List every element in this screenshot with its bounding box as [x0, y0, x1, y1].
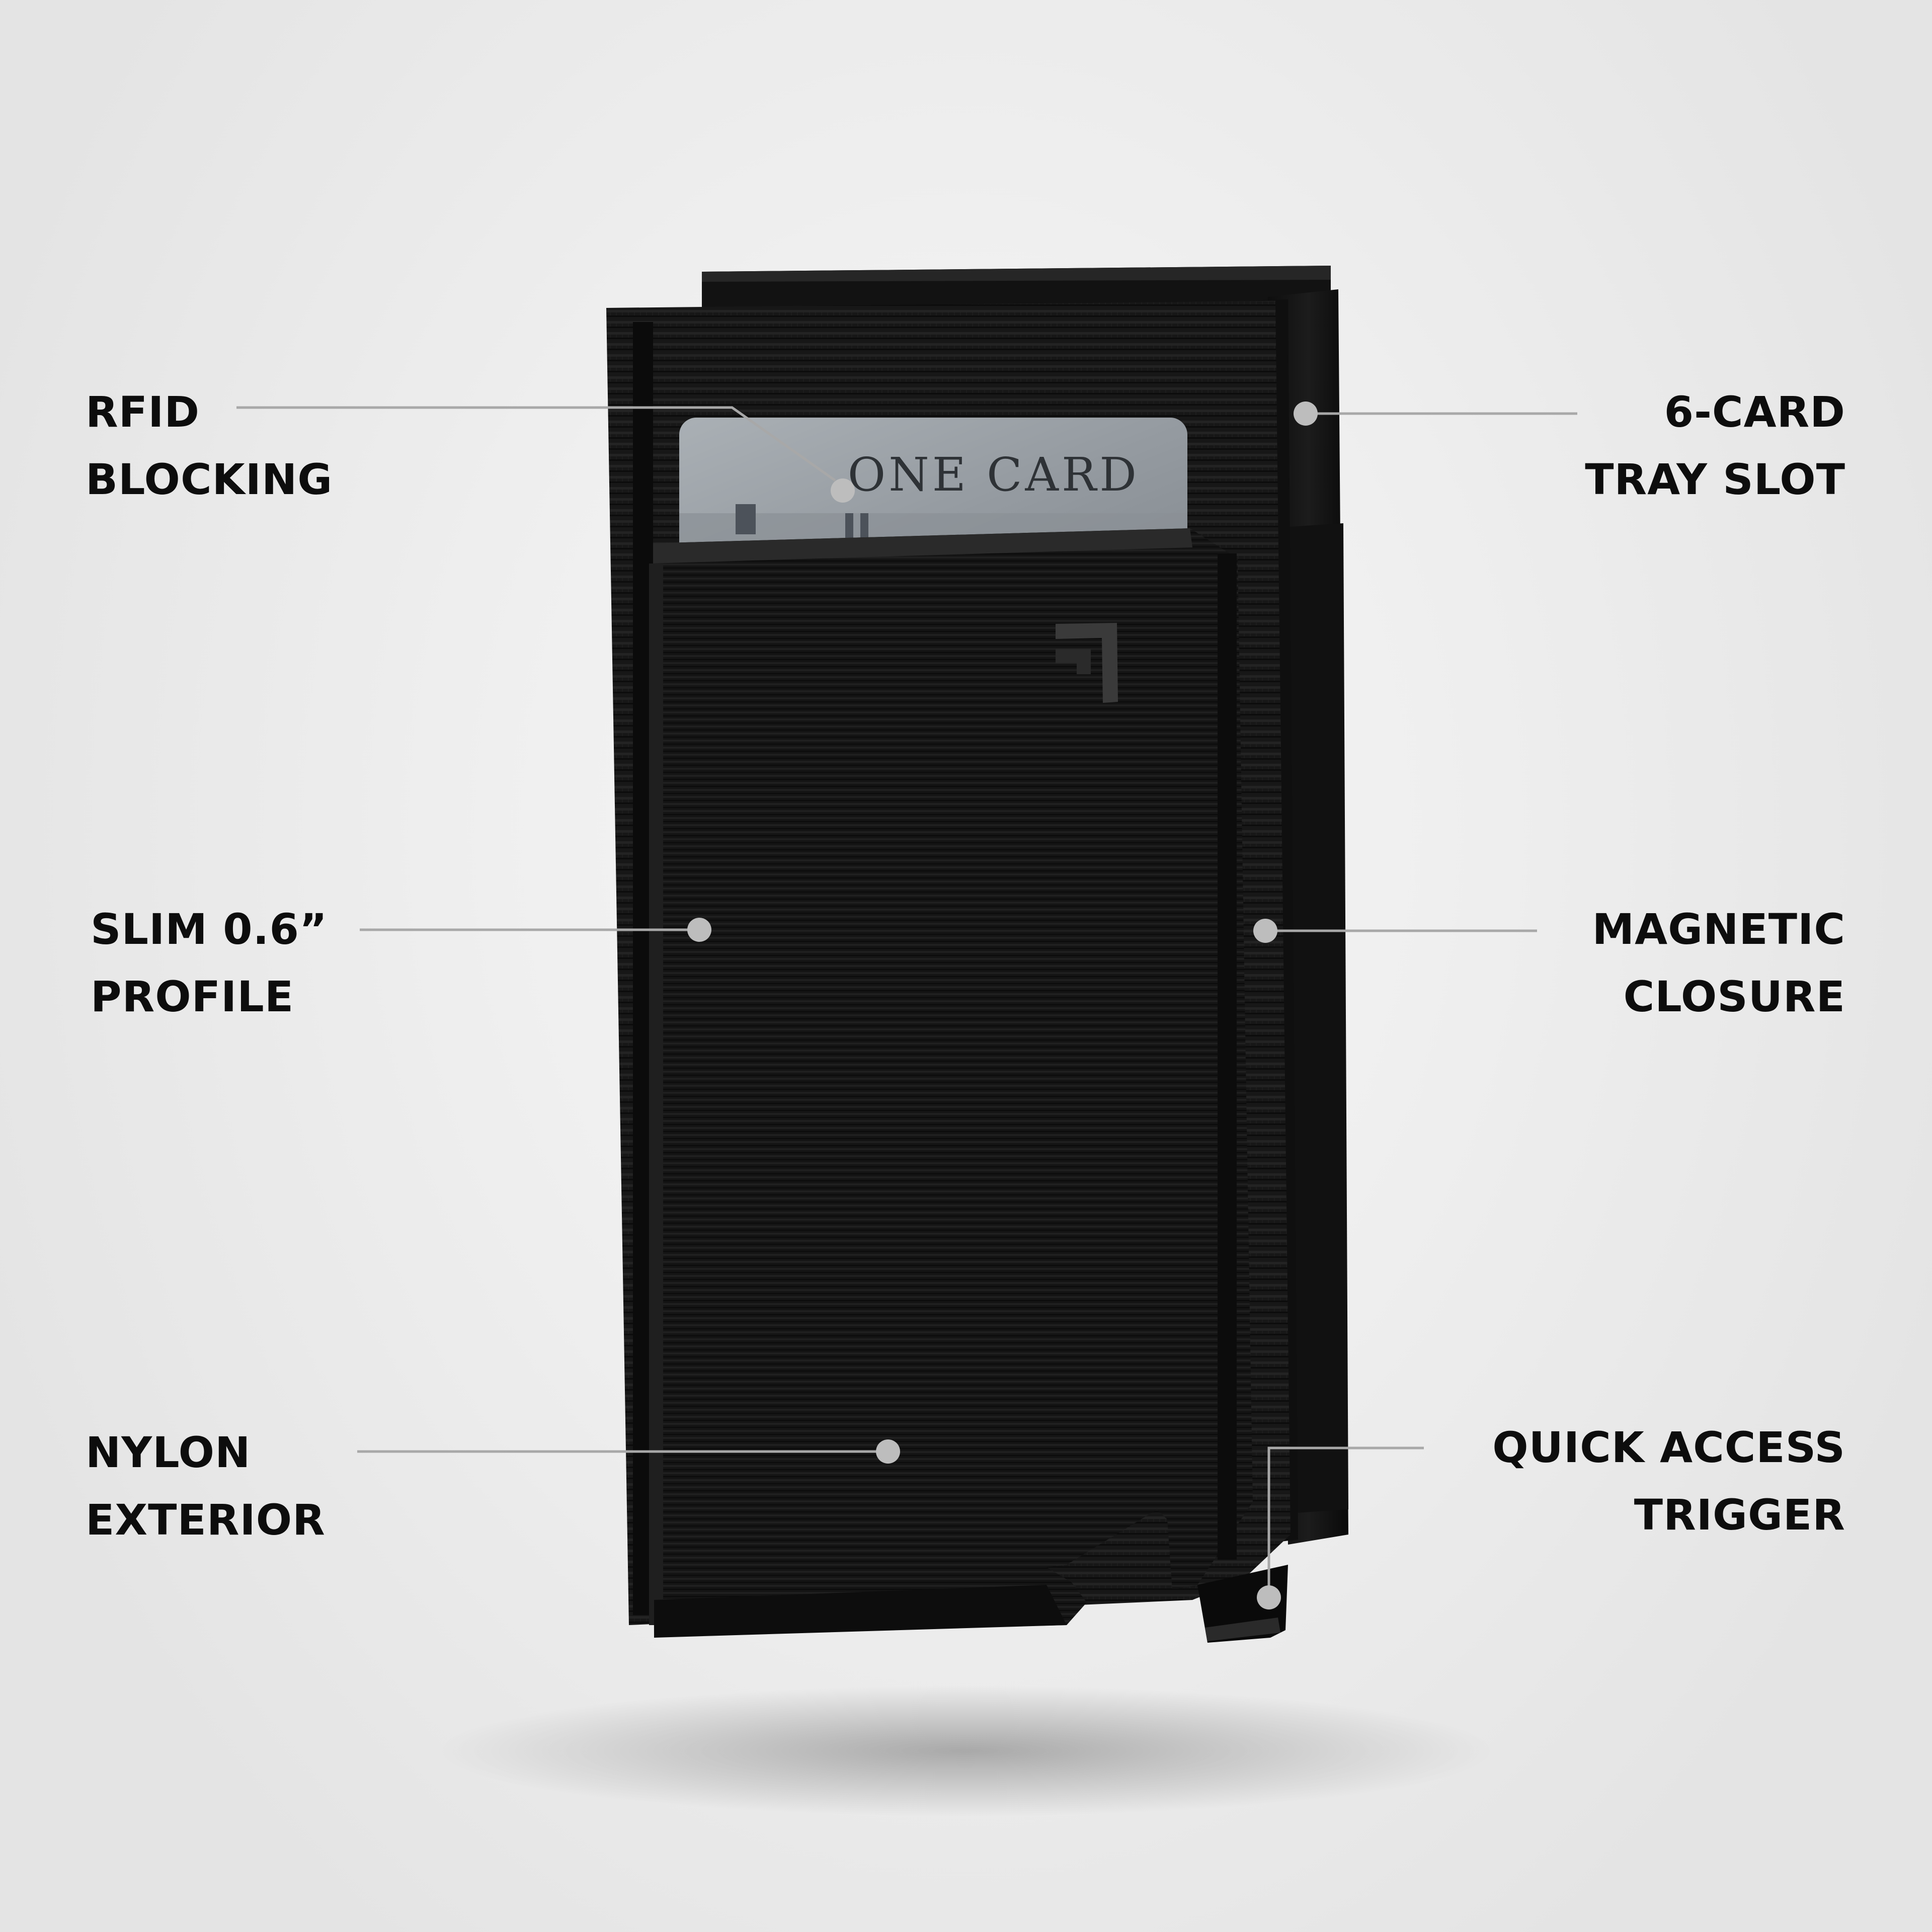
wallet-front-pocket	[649, 528, 1253, 1635]
callout-dot-slim	[687, 918, 711, 942]
callout-dot-6card	[1294, 401, 1318, 426]
leader-line-trigger	[1267, 1446, 1424, 1595]
callout-dot-rfid	[831, 478, 855, 503]
brand-logo-icon	[1056, 623, 1118, 703]
callout-line: MAGNETIC	[1592, 905, 1845, 954]
callout-line: TRAY SLOT	[1585, 455, 1845, 504]
callout-6-card-tray-slot: 6-CARD TRAY SLOT	[1585, 378, 1845, 513]
callout-line: TRIGGER	[1634, 1490, 1845, 1540]
callout-line: NYLON	[86, 1428, 251, 1477]
callout-dot-trigger	[1257, 1585, 1281, 1609]
callout-line: 6-CARD	[1664, 387, 1845, 437]
leader-lines	[236, 406, 1577, 1595]
callout-line: SLIM 0.6”	[91, 905, 328, 954]
callout-line: EXTERIOR	[86, 1495, 326, 1545]
leader-line-rfid	[236, 406, 836, 482]
card-brand-text: ONE CARD	[848, 448, 1140, 502]
floor-shadow	[438, 1685, 1494, 1816]
callout-line: BLOCKING	[86, 455, 333, 504]
right-stitched-edge	[1218, 553, 1237, 1560]
callout-nylon-exterior: NYLON EXTERIOR	[86, 1419, 326, 1554]
callout-line: PROFILE	[91, 972, 294, 1021]
callout-line: CLOSURE	[1623, 972, 1845, 1021]
callout-dot-magnetic	[1253, 919, 1277, 943]
callout-line: RFID	[86, 387, 200, 437]
callout-quick-access-trigger: QUICK ACCESS TRIGGER	[1492, 1414, 1845, 1549]
callout-rfid-blocking: RFID BLOCKING	[86, 378, 333, 513]
callout-line: QUICK ACCESS	[1492, 1423, 1845, 1472]
callout-dot-nylon	[876, 1439, 900, 1464]
callout-magnetic-closure: MAGNETIC CLOSURE	[1592, 896, 1845, 1030]
callout-slim-profile: SLIM 0.6” PROFILE	[91, 896, 328, 1030]
callout-dots	[687, 401, 1318, 1609]
